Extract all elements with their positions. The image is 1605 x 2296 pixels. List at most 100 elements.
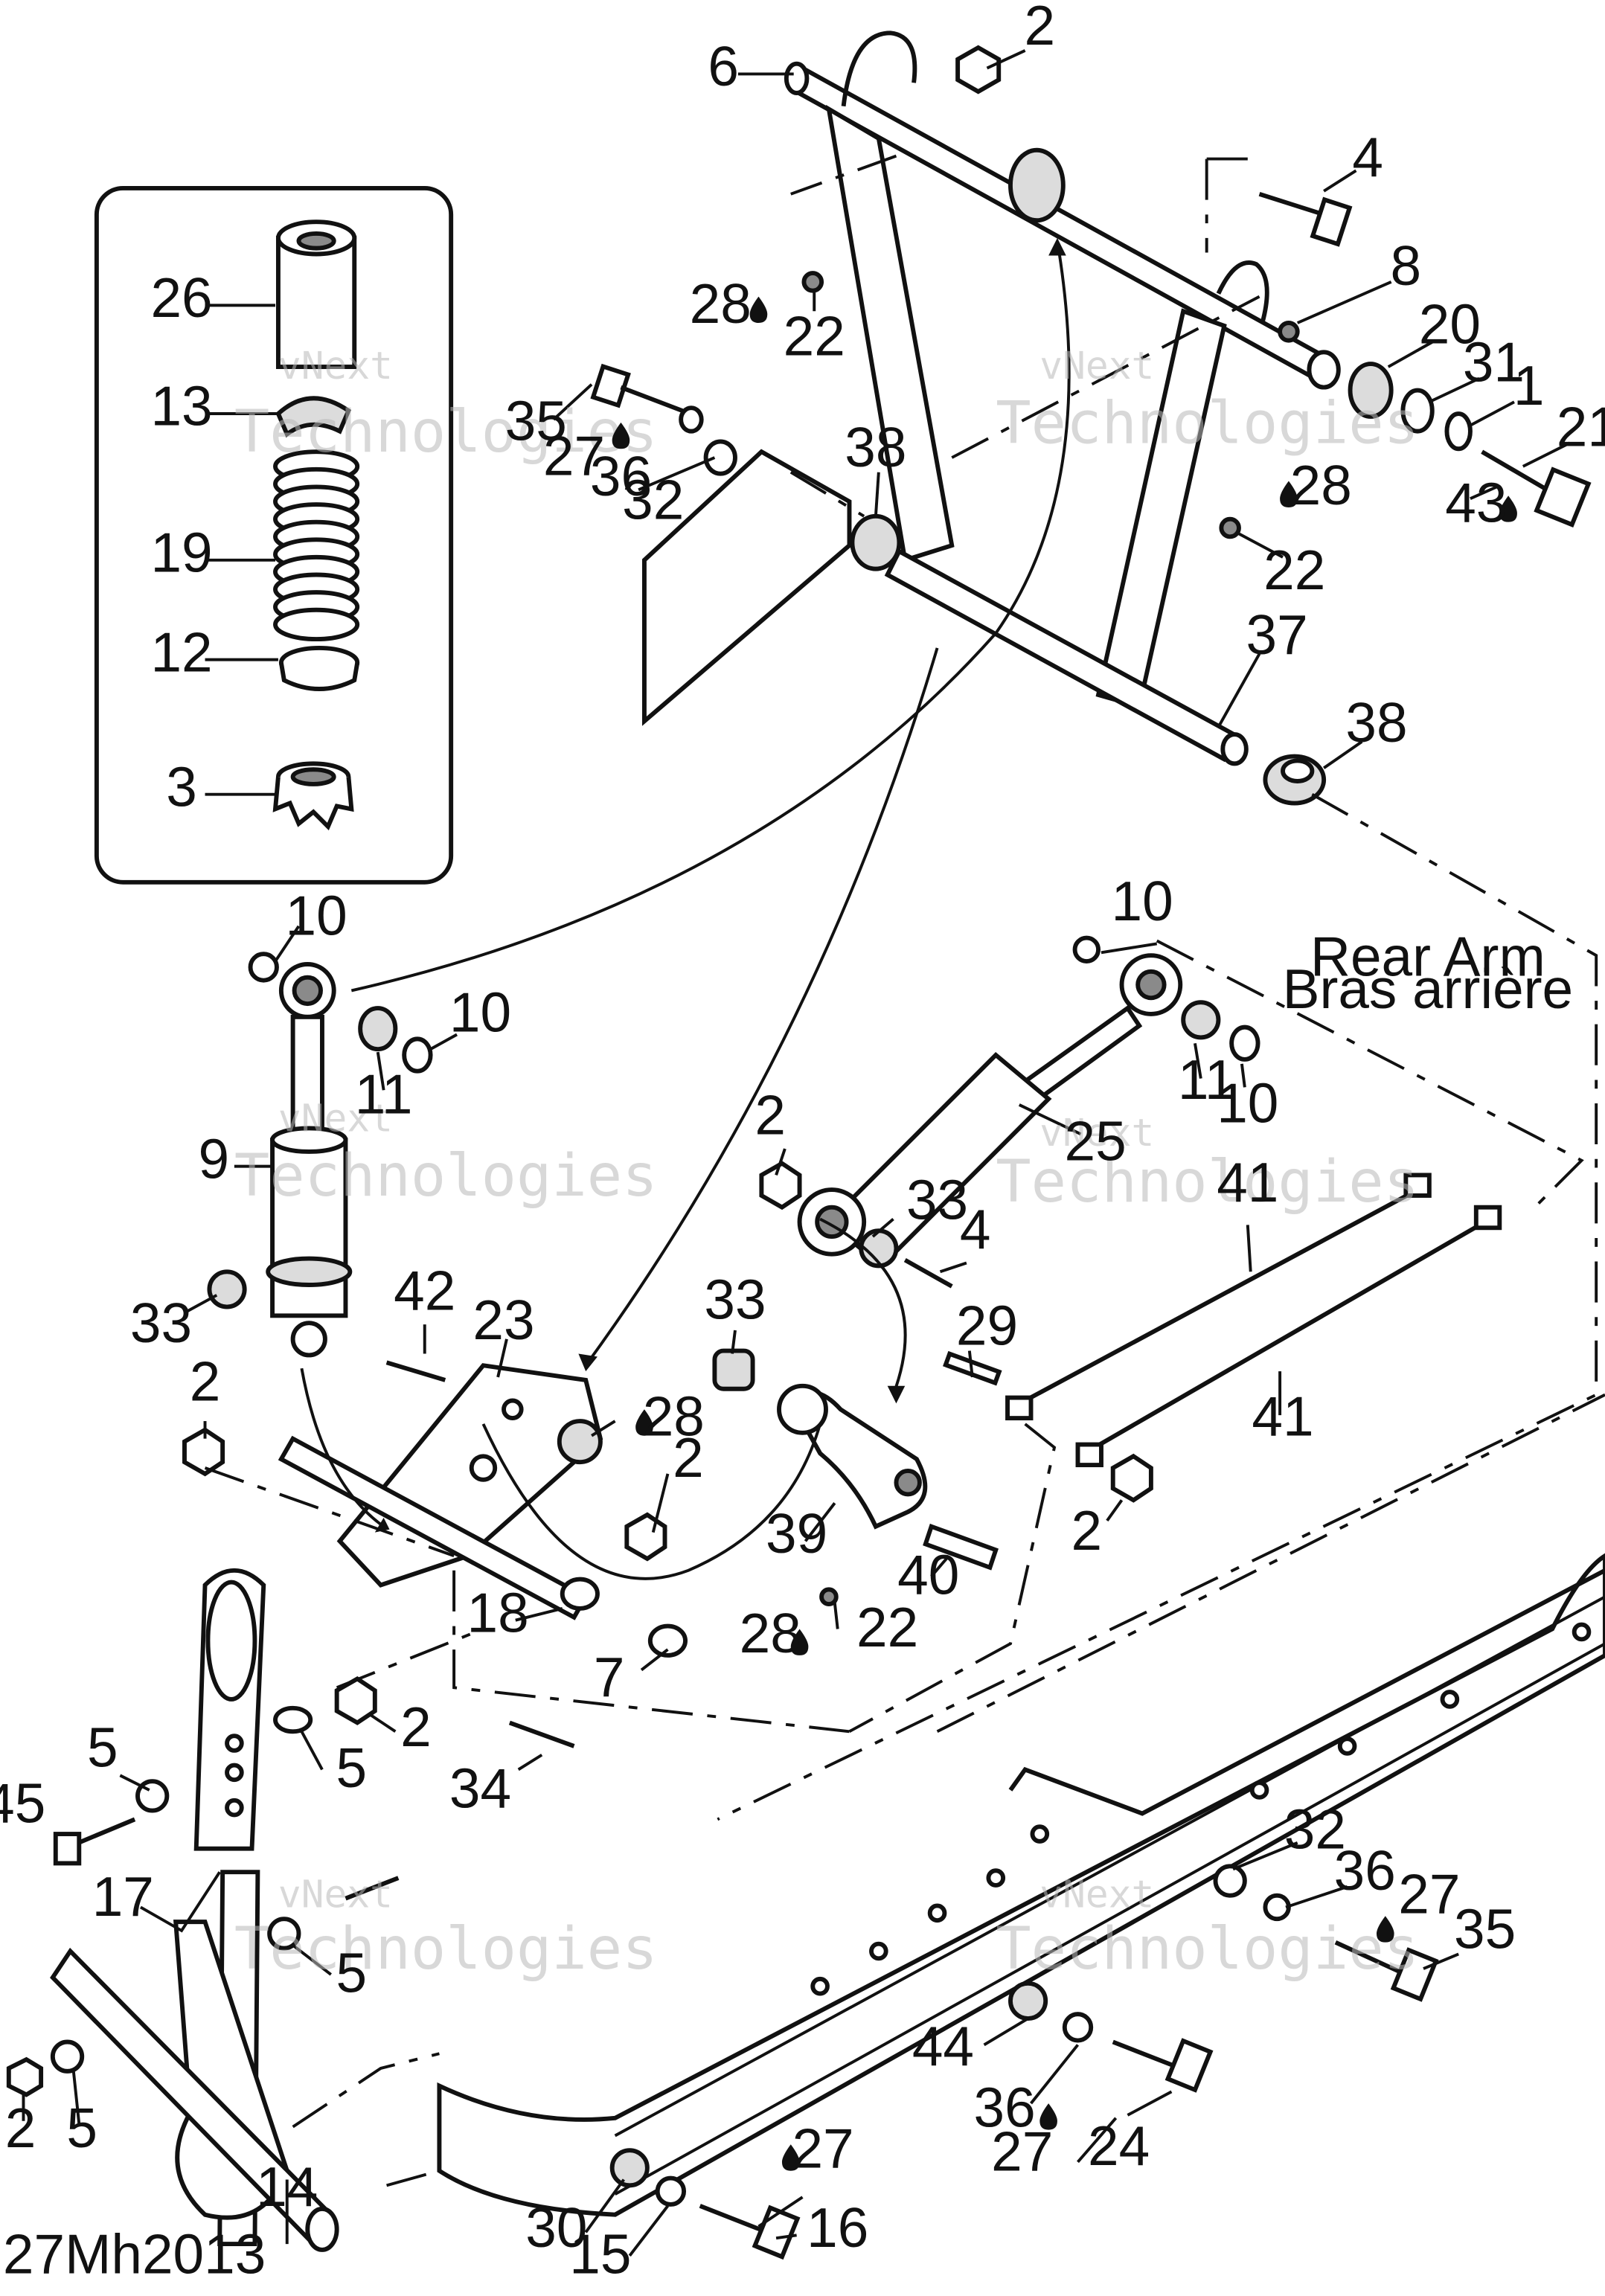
drop-icon (1376, 1916, 1394, 1943)
callout-40: 40 (897, 1543, 959, 1606)
callout-45: 45 (0, 1771, 45, 1834)
rear-arm-label-fr: Bras arrière (1283, 958, 1574, 1020)
callout-42: 42 (394, 1259, 455, 1321)
callout-36: 36 (974, 2077, 1036, 2139)
callout-2: 2 (1025, 0, 1056, 57)
callout-22: 22 (1263, 539, 1325, 601)
drop-icons (612, 296, 1517, 2171)
callout-22: 22 (856, 1596, 918, 1658)
callout-4: 4 (1352, 126, 1383, 188)
callout-10: 10 (1217, 1072, 1278, 1135)
drop-icon (790, 1629, 809, 1655)
callout-6: 6 (708, 35, 739, 97)
callout-38: 38 (1345, 691, 1407, 754)
callout-28: 28 (740, 1602, 801, 1664)
callout-38: 38 (845, 416, 906, 478)
callout-2: 2 (673, 1426, 704, 1489)
callout-2: 2 (400, 1696, 432, 1758)
callout-8: 8 (1391, 234, 1422, 297)
watermark-line-2: Technologies (234, 1914, 658, 1983)
callout-26: 26 (150, 266, 212, 329)
drop-icon (749, 296, 768, 323)
lower-link-assembly (6, 1568, 400, 2252)
callout-10: 10 (449, 981, 511, 1044)
callout-5: 5 (87, 1716, 118, 1779)
callout-44: 44 (912, 2015, 974, 2077)
diagram-code: 27Mh2013 (3, 2222, 266, 2285)
watermark-line-2: Technologies (234, 397, 658, 466)
part-12-spring-seat (278, 645, 360, 691)
callout-13: 13 (150, 375, 212, 437)
callout-35: 35 (1454, 1898, 1516, 1960)
watermark-line-1: vNext (1039, 1112, 1154, 1155)
callout-12: 12 (150, 621, 212, 683)
callout-2: 2 (5, 2097, 36, 2159)
callout-27: 27 (543, 425, 605, 487)
watermark-line-2: Technologies (996, 1914, 1419, 1983)
rear-shock-absorber (759, 935, 1260, 1289)
watermark-line-1: vNext (1039, 1873, 1154, 1917)
callout-4: 4 (960, 1198, 991, 1260)
callout-34: 34 (449, 1757, 511, 1820)
watermark-line-1: vNext (278, 344, 393, 388)
callout-2: 2 (190, 1350, 221, 1412)
callout-19: 19 (150, 522, 212, 584)
callout-22: 22 (784, 304, 845, 367)
callout-14: 14 (256, 2155, 318, 2218)
callout-39: 39 (766, 1502, 827, 1565)
watermark-line-2: Technologies (996, 1147, 1419, 1216)
callout-5: 5 (66, 2097, 97, 2159)
callout-5: 5 (336, 1942, 368, 2004)
callout-10: 10 (286, 885, 347, 947)
rear-arm-label: Rear Arm Bras arrière (1283, 926, 1574, 1020)
callout-32: 32 (622, 469, 684, 531)
callout-leaders (22, 49, 1571, 2257)
part-19-coil-spring (273, 449, 360, 642)
callout-28: 28 (690, 272, 752, 335)
watermarks: vNext Technologies vNext Technologies vN… (234, 344, 1419, 1983)
callout-27: 27 (792, 2117, 853, 2180)
callout-2: 2 (1071, 1499, 1103, 1562)
reference-lines (204, 154, 1605, 2187)
callout-3: 3 (166, 755, 197, 818)
callout-18: 18 (467, 1581, 529, 1644)
callout-29: 29 (956, 1295, 1018, 1357)
front-shock-absorber (207, 952, 433, 1358)
callout-9: 9 (199, 1127, 230, 1190)
callout-16: 16 (807, 2196, 868, 2259)
callout-33: 33 (130, 1292, 192, 1354)
connection-arrows (300, 237, 1071, 1580)
callout-41: 41 (1252, 1385, 1313, 1448)
front-arm-assembly (590, 31, 1592, 806)
watermark-line-2: Technologies (996, 388, 1419, 457)
watermark-line-2: Technologies (234, 1141, 658, 1210)
callout-30: 30 (525, 2196, 587, 2259)
callout-32: 32 (1284, 1798, 1346, 1861)
callout-41: 41 (1217, 1151, 1278, 1213)
linkage-bracket (182, 1348, 999, 1748)
callout-21: 21 (1557, 395, 1605, 458)
drop-icon (612, 422, 630, 449)
watermark-line-1: vNext (278, 1097, 393, 1141)
drop-icon (1280, 481, 1298, 507)
callout-20: 20 (1419, 293, 1481, 356)
part-41-rods (943, 1173, 1502, 1503)
callout-7: 7 (594, 1646, 625, 1708)
callout-15: 15 (569, 2222, 631, 2285)
drop-icon (1499, 496, 1517, 522)
watermark-line-1: vNext (1039, 344, 1154, 388)
callout-36: 36 (1334, 1839, 1396, 1902)
callout-5: 5 (336, 1737, 368, 1799)
callout-27: 27 (991, 2120, 1053, 2183)
part-26-sleeve (275, 219, 357, 369)
callout-10: 10 (1112, 870, 1173, 932)
callout-31: 31 (1463, 331, 1525, 394)
rear-arm-label-en: Rear Arm (1310, 926, 1545, 988)
callout-37: 37 (1246, 603, 1308, 666)
callout-28: 28 (643, 1385, 705, 1448)
callout-27: 27 (1398, 1862, 1460, 1925)
callout-28: 28 (1290, 454, 1352, 516)
callout-33: 33 (906, 1168, 968, 1231)
